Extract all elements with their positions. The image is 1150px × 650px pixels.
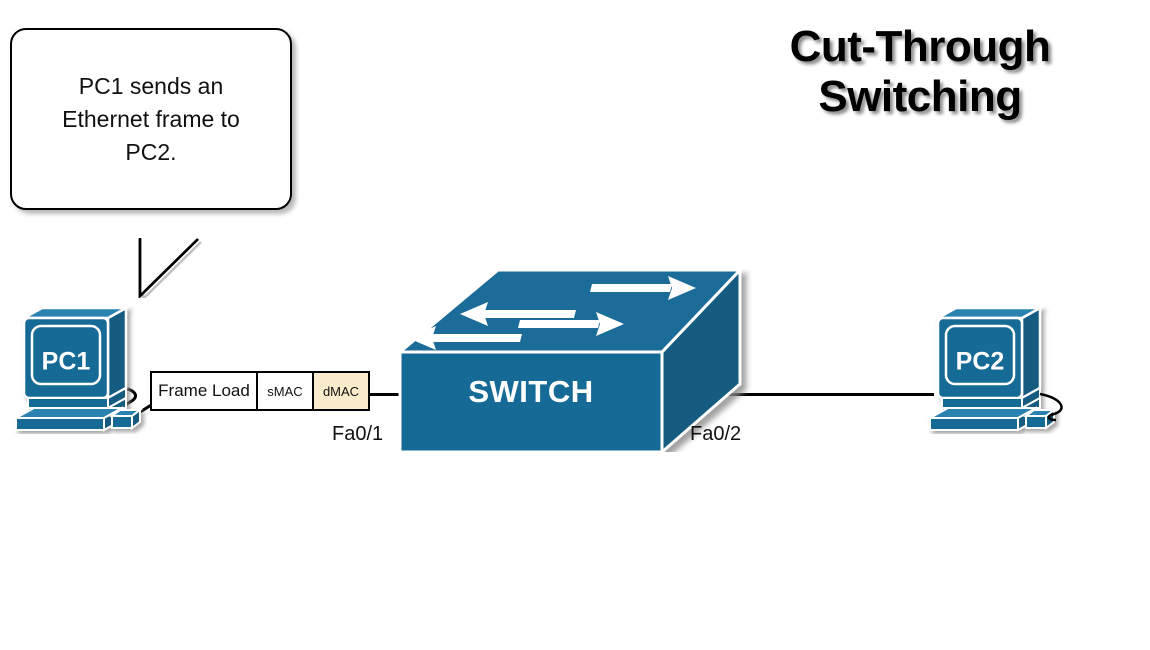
frame-cell-payload: Frame Load	[152, 373, 256, 409]
frame-cell-dmac: dMAC	[312, 373, 368, 409]
frame-cell-smac: sMAC	[256, 373, 312, 409]
port-label-fa0-2: Fa0/2	[690, 423, 742, 445]
ethernet-frame[interactable]: Frame Load sMAC dMAC	[150, 371, 370, 411]
port-label-fa0-1: Fa0/1	[332, 423, 384, 445]
callout-text: PC1 sends an Ethernet frame to PC2.	[62, 72, 240, 165]
device-pc2-label: PC2	[956, 348, 1005, 376]
page-title: Cut-Through Switching	[700, 22, 1140, 122]
device-pc1[interactable]: PC1	[8, 306, 148, 434]
cable-switch-to-pc2	[676, 393, 934, 396]
title-line-1: Cut-Through	[789, 22, 1051, 71]
device-switch[interactable]	[392, 262, 760, 452]
device-pc2[interactable]: PC2	[922, 306, 1072, 434]
cable-frame-to-switch	[364, 393, 412, 396]
device-pc1-label: PC1	[42, 348, 91, 376]
callout-tail-icon	[116, 226, 226, 298]
callout-box: PC1 sends an Ethernet frame to PC2.	[10, 28, 292, 210]
title-line-2: Switching	[818, 72, 1022, 121]
callout-bubble: PC1 sends an Ethernet frame to PC2.	[6, 28, 306, 298]
